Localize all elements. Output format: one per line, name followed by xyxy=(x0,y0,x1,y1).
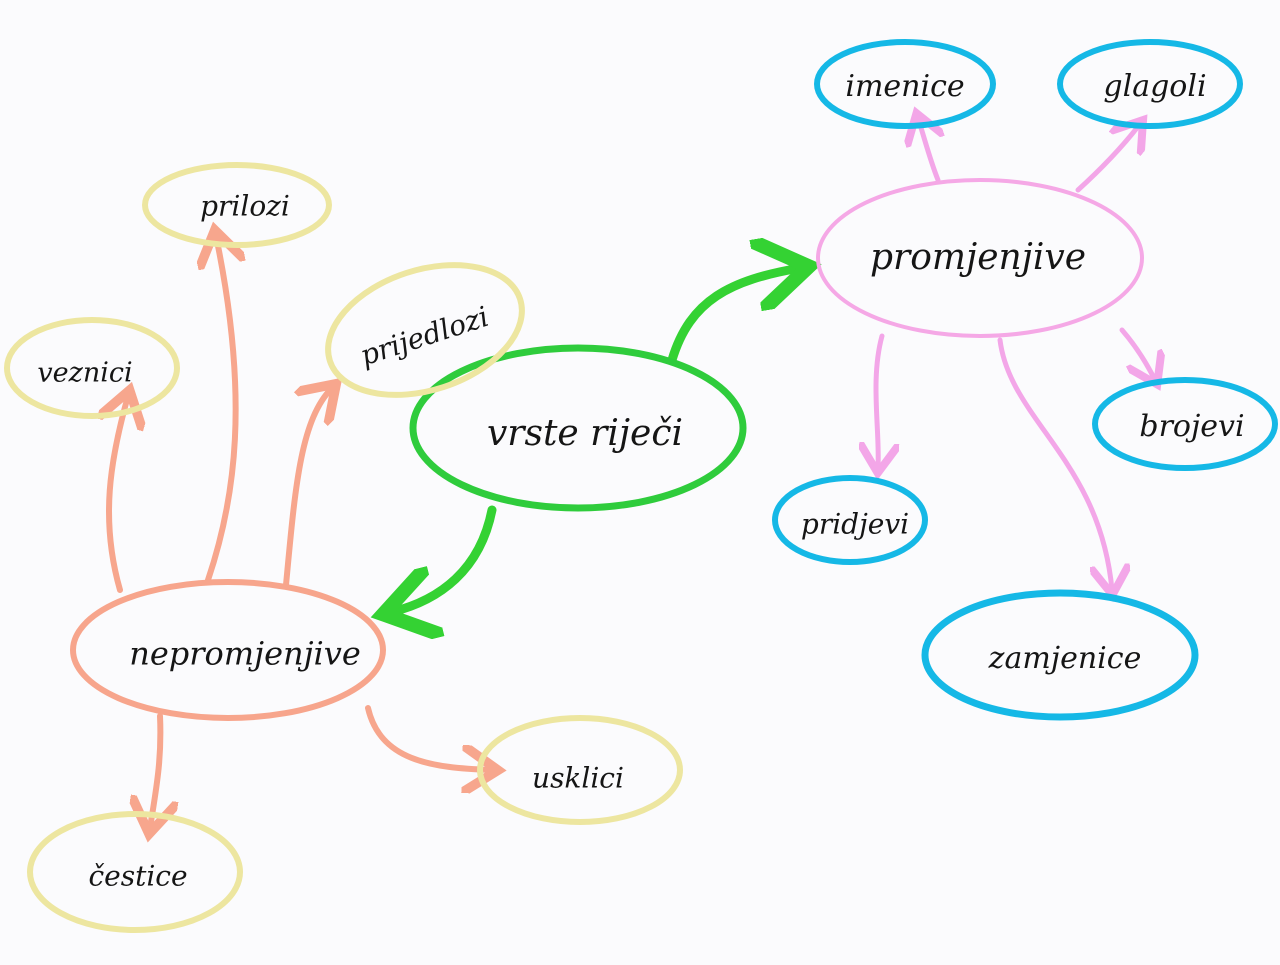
zamjenice-label: zamjenice xyxy=(988,641,1142,676)
brojevi-label: brojevi xyxy=(1139,409,1244,444)
arrow-nepromjenjive-to-usklici xyxy=(365,705,492,770)
prilozi-label: prilozi xyxy=(200,190,290,223)
cestice-label: čestice xyxy=(88,860,187,893)
center-label: vrste riječi xyxy=(487,413,683,454)
nepromjenjive-label: nepromjenjive xyxy=(129,635,361,673)
arrow-promjenjive-to-brojevi xyxy=(1119,327,1155,380)
node-nepromjenjive: nepromjenjive xyxy=(70,579,386,721)
pridjevi-label: pridjevi xyxy=(801,508,909,541)
node-pridjevi: pridjevi xyxy=(772,475,928,565)
node-imenice: imenice xyxy=(814,39,996,129)
arrow-nepromjenjive-to-prijedlozi xyxy=(283,388,332,588)
imenice-label: imenice xyxy=(845,69,964,104)
usklici-label: usklici xyxy=(532,762,624,795)
arrow-nepromjenjive-to-cestice xyxy=(150,713,160,828)
node-prijedlozi: prijedlozi xyxy=(325,262,525,398)
prijedlozi-label: prijedlozi xyxy=(356,300,493,372)
glagoli-label: glagoli xyxy=(1103,69,1206,104)
node-veznici: veznici xyxy=(4,317,180,419)
arrow-center-to-nepromjenjive xyxy=(392,505,497,612)
arrows xyxy=(109,118,1155,828)
arrow-center-to-promjenjive xyxy=(667,268,800,365)
arrow-promjenjive-to-zamjenice xyxy=(997,337,1112,590)
promjenjive-label: promjenjive xyxy=(870,237,1086,278)
node-usklici: usklici xyxy=(477,715,683,825)
node-glagoli: glagoli xyxy=(1057,39,1243,129)
arrow-promjenjive-to-pridjevi xyxy=(876,333,882,468)
node-zamjenice: zamjenice xyxy=(921,589,1199,721)
node-prilozi: prilozi xyxy=(142,162,332,248)
node-cestice: čestice xyxy=(27,811,243,933)
arrow-promjenjive-to-glagoli xyxy=(1075,124,1140,193)
arrow-nepromjenjive-to-veznici xyxy=(109,396,128,593)
veznici-label: veznici xyxy=(37,358,132,389)
arrow-nepromjenjive-to-prilozi xyxy=(208,236,236,583)
node-brojevi: brojevi xyxy=(1092,377,1278,471)
node-center: vrste riječi xyxy=(409,344,747,512)
node-promjenjive: promjenjive xyxy=(816,178,1144,338)
